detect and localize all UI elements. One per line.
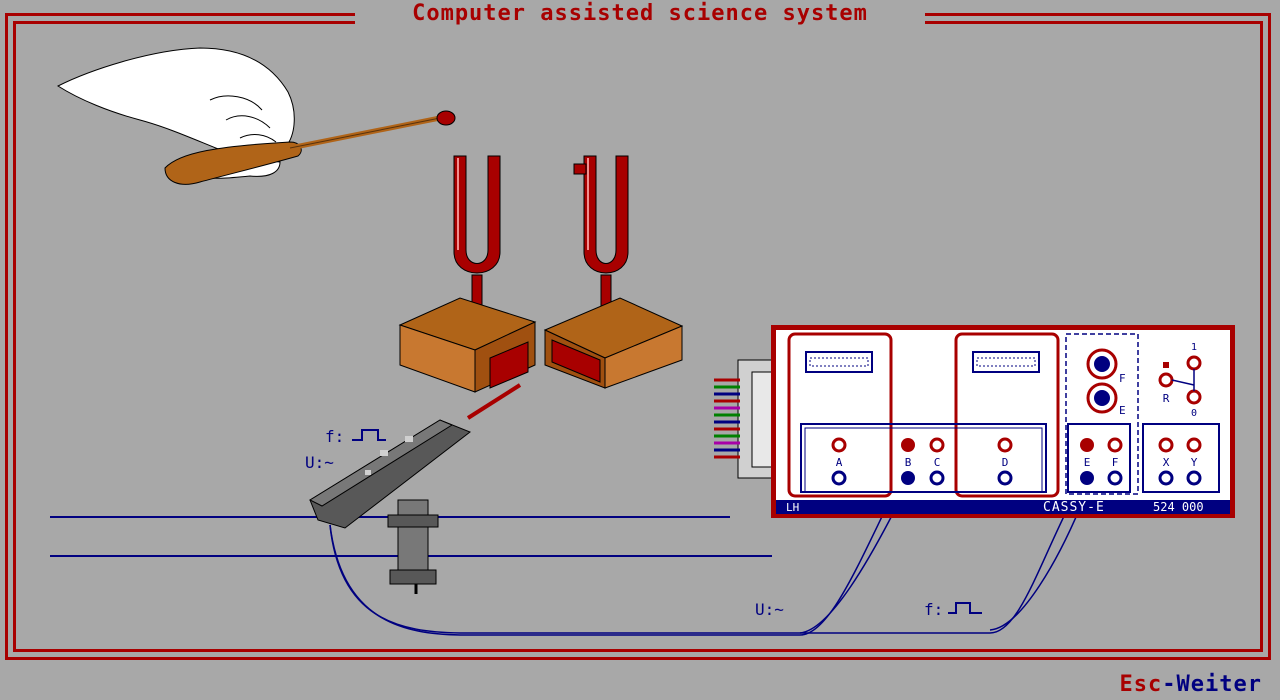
socket-e: E xyxy=(1080,438,1094,485)
switch-label-reset: R xyxy=(1163,392,1170,405)
window-title: Computer assisted science system xyxy=(355,0,925,30)
cable-voltage-label: U:~ xyxy=(755,600,784,619)
svg-text:A: A xyxy=(836,456,843,469)
footer-shortcut[interactable]: Esc-Weiter xyxy=(1120,672,1262,698)
cable-frequency-label: f: xyxy=(924,600,982,619)
footer-action: Weiter xyxy=(1176,672,1262,697)
side-input-label-e: E xyxy=(1119,404,1126,417)
ribbon-connector xyxy=(714,359,775,479)
side-input-label-f: F xyxy=(1119,372,1126,385)
svg-text:D: D xyxy=(1002,456,1009,469)
device-model-number: 524 000 xyxy=(1153,500,1204,514)
socket-a: A xyxy=(831,437,847,486)
svg-text:F: F xyxy=(1112,456,1119,469)
probe-frequency-label: f: xyxy=(325,427,386,446)
resonance-box-right xyxy=(543,297,684,389)
switch-label-bottom: 0 xyxy=(1191,408,1197,419)
footer-key: Esc xyxy=(1119,672,1163,697)
switch-label-top: 1 xyxy=(1191,342,1197,353)
socket-d: D xyxy=(997,437,1013,486)
probe-clamp xyxy=(387,499,439,594)
hammer-icon xyxy=(164,110,456,185)
svg-text:Y: Y xyxy=(1191,456,1198,469)
device-brand: LH xyxy=(786,501,799,514)
cassy-e-device xyxy=(771,325,1235,518)
probe-voltage-label: U:~ xyxy=(305,453,334,472)
socket-b: B xyxy=(901,438,915,485)
svg-text:C: C xyxy=(934,456,941,469)
svg-text:B: B xyxy=(905,456,912,469)
svg-text:f:: f: xyxy=(924,600,943,619)
socket-y: Y xyxy=(1186,437,1202,486)
socket-x: X xyxy=(1158,437,1174,486)
microphone-probe-icon xyxy=(308,383,522,529)
svg-text:E: E xyxy=(1084,456,1091,469)
svg-text:X: X xyxy=(1163,456,1170,469)
cables xyxy=(329,487,1089,636)
footer-separator: - xyxy=(1162,672,1177,697)
device-name: CASSY-E xyxy=(1043,500,1105,515)
svg-text:f:: f: xyxy=(325,427,344,446)
resonance-box-left xyxy=(398,297,537,393)
socket-f: F xyxy=(1107,437,1123,486)
socket-c: C xyxy=(929,437,945,486)
